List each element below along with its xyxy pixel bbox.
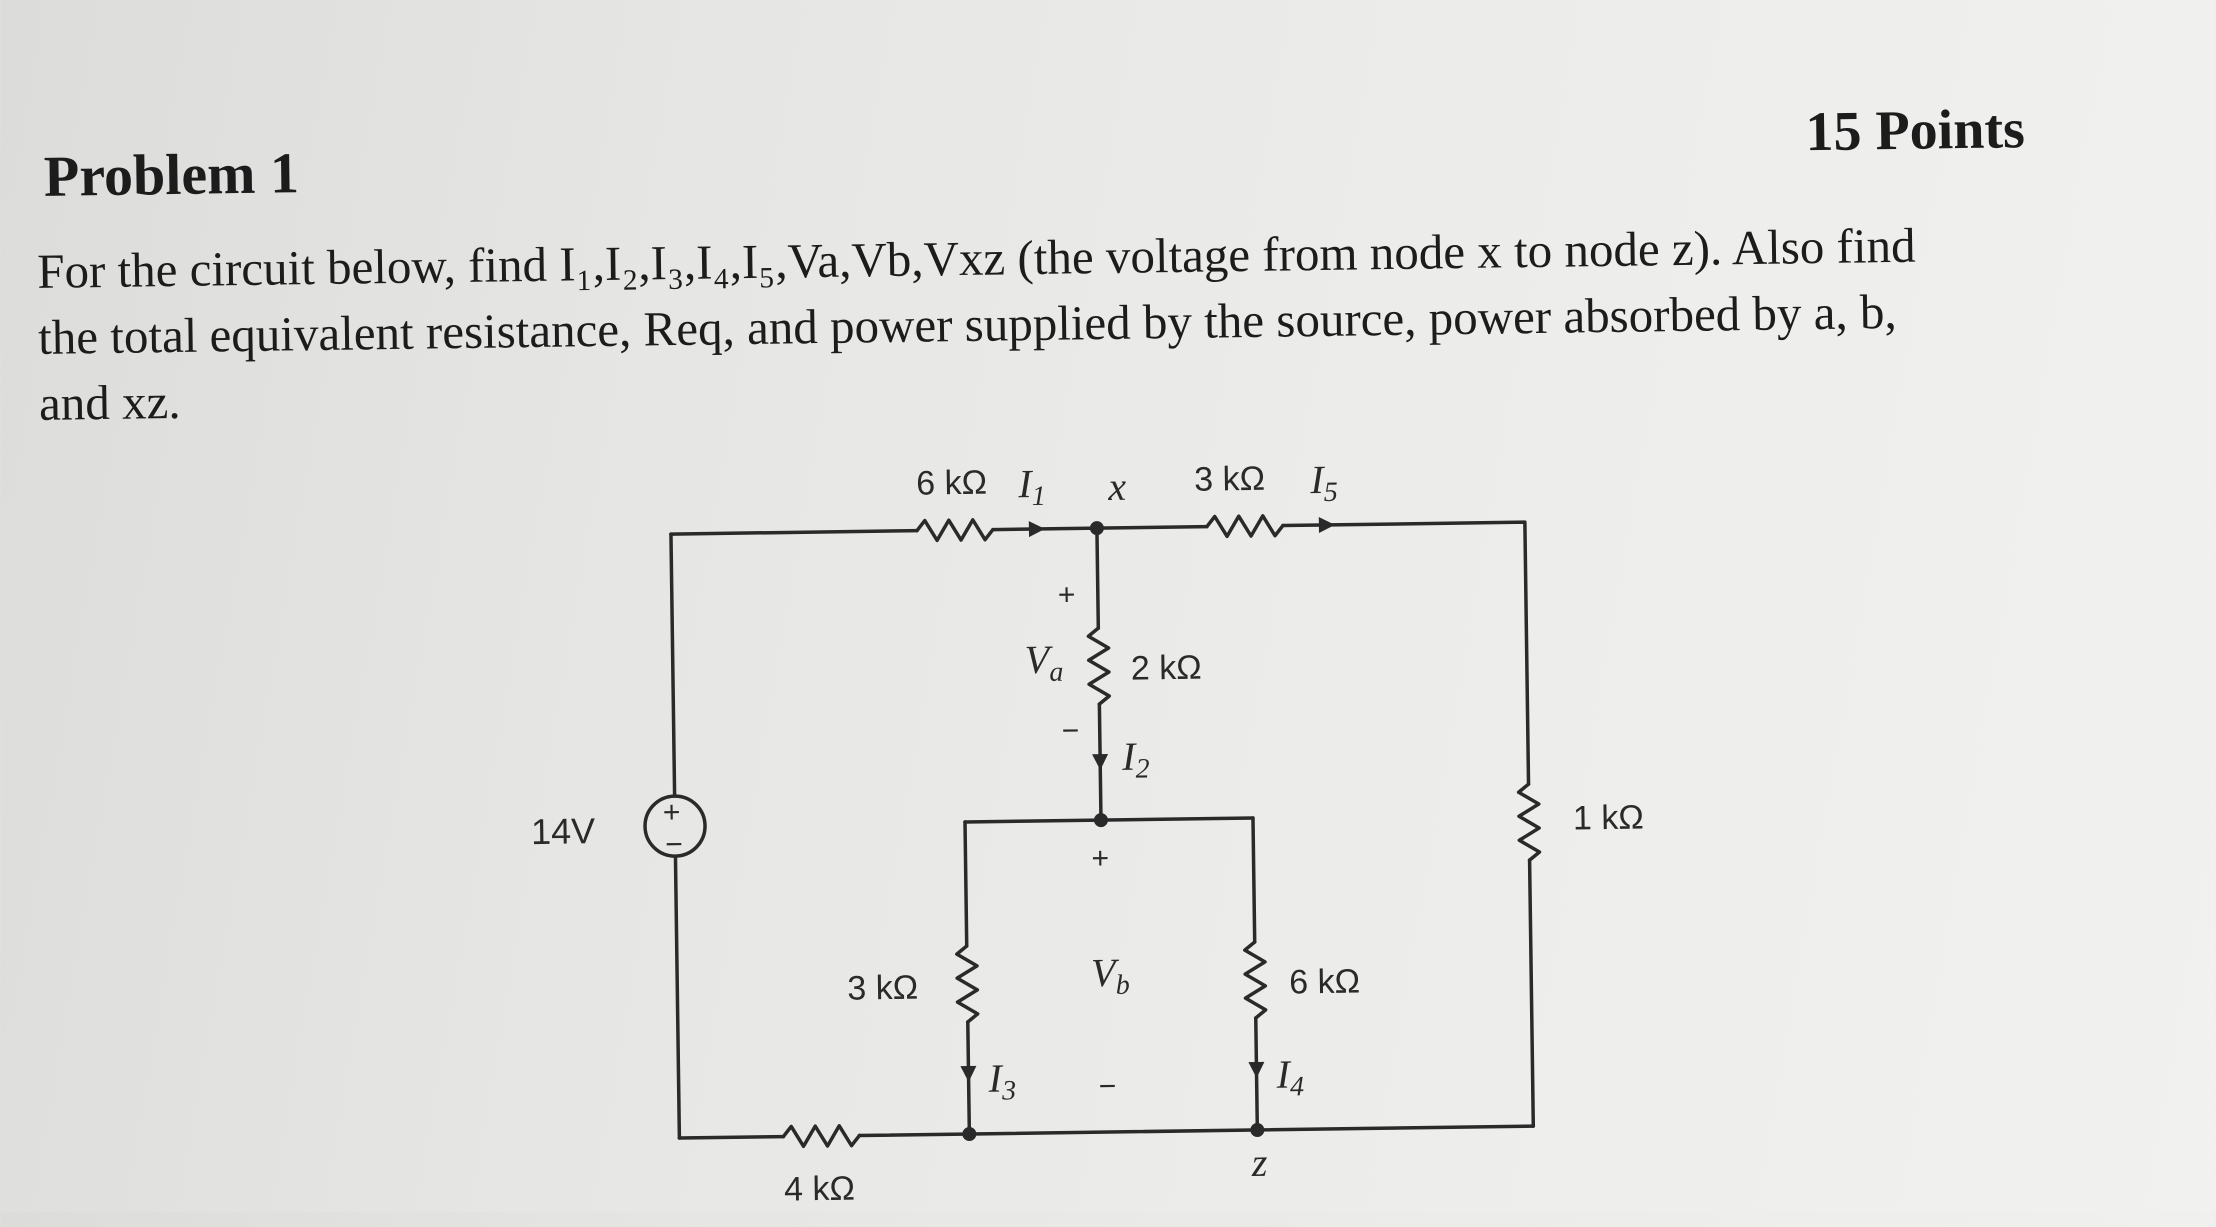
resistor-3k-top xyxy=(1205,514,1285,539)
wire-to-node-x xyxy=(991,526,1099,532)
resistor-2k-mid xyxy=(1086,626,1112,706)
va-plus: + xyxy=(1058,578,1076,611)
vb-minus: − xyxy=(1098,1070,1116,1103)
label-i5: I5 xyxy=(1309,457,1338,508)
resistor-3k-lower xyxy=(955,944,980,1024)
arrow-i4 xyxy=(1248,1061,1265,1078)
resistor-1k-right xyxy=(1516,782,1542,862)
wire-left-lower xyxy=(673,854,682,1140)
label-i4: I4 xyxy=(1275,1051,1304,1102)
label-r-middle: 2 kΩ xyxy=(1131,649,1202,688)
label-i3: I3 xyxy=(987,1055,1016,1106)
wire-bottom-right xyxy=(857,1124,1536,1138)
wire-top-left xyxy=(669,528,919,536)
node-bl-dot xyxy=(962,1126,977,1141)
va-minus: − xyxy=(1062,714,1080,747)
label-vb: Vb xyxy=(1091,950,1130,1002)
wire-3k-lower-up xyxy=(963,820,969,948)
wire-right-lower xyxy=(1527,858,1536,1128)
label-r-right: 1 kΩ xyxy=(1573,799,1644,838)
wire-6k-lower-up xyxy=(1251,816,1257,944)
wire-x-down xyxy=(1095,526,1101,630)
wire-left-upper xyxy=(669,532,677,798)
label-va: Va xyxy=(1024,637,1063,689)
resistor-6k-lower xyxy=(1243,940,1268,1020)
label-r-bottom: 4 kΩ xyxy=(784,1170,855,1209)
node-x-dot xyxy=(1089,521,1104,536)
label-r-lower-left: 3 kΩ xyxy=(847,969,918,1008)
arrow-i3 xyxy=(960,1065,977,1082)
resistor-4k-bottom xyxy=(781,1124,862,1149)
wire-bottom-left xyxy=(677,1134,786,1140)
resistor-6k-top xyxy=(915,518,995,543)
wire-mid-horizontal xyxy=(963,816,1255,824)
arrow-i2 xyxy=(1092,754,1109,771)
arrow-i1 xyxy=(1028,521,1045,538)
wire-top-right xyxy=(1281,520,1531,786)
source-minus: − xyxy=(665,828,683,861)
voltage-source-icon xyxy=(643,794,707,858)
node-mid-dot xyxy=(1093,813,1108,828)
source-label: 14V xyxy=(531,810,596,852)
label-node-x: x xyxy=(1107,464,1127,509)
vb-plus: + xyxy=(1091,842,1109,875)
label-r-top-right: 3 kΩ xyxy=(1194,460,1265,499)
label-node-z: z xyxy=(1250,1140,1268,1185)
label-r-lower-right: 6 kΩ xyxy=(1289,963,1360,1002)
node-z-dot xyxy=(1250,1122,1265,1137)
wire-node-x-to-3k xyxy=(1095,524,1209,530)
label-i2: I2 xyxy=(1121,733,1150,784)
arrow-i5 xyxy=(1318,517,1335,534)
label-i1: I1 xyxy=(1017,461,1046,512)
label-r-top-left: 6 kΩ xyxy=(916,464,987,503)
source-plus: + xyxy=(663,796,681,829)
